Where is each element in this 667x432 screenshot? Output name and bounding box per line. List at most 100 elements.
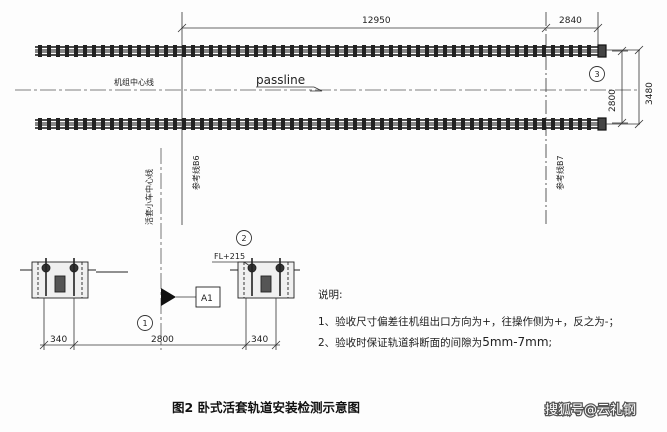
rail-tie — [101, 118, 105, 130]
rail-tie — [146, 118, 150, 130]
rail-tie — [182, 45, 186, 57]
rail-tie — [389, 45, 393, 57]
rail-tie — [56, 118, 60, 130]
right-rail-cross-section — [230, 258, 300, 299]
rail-tie — [506, 45, 510, 57]
rail-tie — [443, 118, 447, 130]
fl-leader — [212, 261, 251, 267]
rail-tie — [47, 45, 51, 57]
watermark: 搜狐号@云礼钢 — [544, 401, 638, 420]
callout-3 — [589, 66, 605, 82]
rail-tie — [533, 45, 537, 57]
rail-tie — [218, 118, 222, 130]
rail-tie — [209, 45, 213, 57]
rail-tie — [164, 45, 168, 57]
rail-tie — [326, 118, 330, 130]
rail-tie — [344, 45, 348, 57]
rail-tie — [434, 118, 438, 130]
rail-tie — [191, 118, 195, 130]
bottom-rail — [35, 118, 598, 130]
dim-340-right: 340 — [251, 335, 268, 345]
rail-tie — [191, 45, 195, 57]
rail-tie — [227, 118, 231, 130]
rail-tie — [542, 45, 546, 57]
rail-tie — [380, 118, 384, 130]
fl-level-label: FL+215 — [214, 252, 245, 261]
rail-tie — [452, 45, 456, 57]
rail-tie — [371, 45, 375, 57]
rail-tie — [74, 118, 78, 130]
rail-tie — [119, 45, 123, 57]
rail-tie — [173, 118, 177, 130]
rail-tie — [281, 45, 285, 57]
rail-tie — [479, 45, 483, 57]
rail-tie — [173, 45, 177, 57]
rail-tie — [488, 45, 492, 57]
rail-tie — [344, 118, 348, 130]
a1-marker-triangle — [161, 288, 176, 306]
rail-tie — [272, 45, 276, 57]
top-rail — [35, 45, 598, 57]
passline-label: passline — [256, 73, 305, 87]
rail-tie — [254, 118, 258, 130]
dim-2800-bottom: 2800 — [151, 335, 174, 345]
rail-tie — [110, 45, 114, 57]
rail-tie — [56, 45, 60, 57]
rail-tie — [299, 45, 303, 57]
rail-tie — [155, 118, 159, 130]
notes-heading: 说明: — [318, 288, 343, 301]
a1-text: A1 — [201, 294, 213, 304]
rail-tie — [290, 45, 294, 57]
rail-tie — [569, 118, 573, 130]
rail-tie — [380, 45, 384, 57]
ref-line-b7-label: 参考线B7 — [555, 155, 565, 190]
rail-tie — [263, 45, 267, 57]
rail-tie — [371, 118, 375, 130]
rail-tie — [164, 118, 168, 130]
rail-tie — [236, 118, 240, 130]
rail-tie — [308, 118, 312, 130]
carriage-centerline-label: 活套小车中心线 — [144, 169, 154, 225]
rail-tie — [38, 45, 42, 57]
rail-tie — [407, 45, 411, 57]
callout-2 — [236, 230, 252, 246]
rail-tie — [155, 45, 159, 57]
rail-tie — [398, 118, 402, 130]
rail-tie — [425, 45, 429, 57]
rail-tie — [353, 118, 357, 130]
dim-2800-vertical: 2800 — [608, 89, 618, 112]
rail-tie — [137, 118, 141, 130]
rail-tie — [236, 45, 240, 57]
rail-tie — [578, 118, 582, 130]
a1-box — [195, 286, 221, 308]
rail-tie — [281, 118, 285, 130]
rail-tie — [506, 118, 510, 130]
rail-tie — [200, 45, 204, 57]
rail-tie — [551, 118, 555, 130]
rail-tie — [461, 45, 465, 57]
rail-tie — [110, 118, 114, 130]
rail-tie — [227, 45, 231, 57]
rail-tie — [470, 45, 474, 57]
passline-arrow — [310, 86, 323, 92]
rail-tie — [200, 118, 204, 130]
notes-block: 说明: 1、验收尺寸偏差往机组出口方向为+，往操作侧为+，反之为-； 2、验收时… — [318, 288, 619, 349]
rail-tie — [497, 45, 501, 57]
rail-tie — [353, 45, 357, 57]
rail-tie — [533, 118, 537, 130]
rail-tie — [479, 118, 483, 130]
rail-tie — [128, 45, 132, 57]
rail-tie — [263, 118, 267, 130]
rail-tie — [425, 118, 429, 130]
rail-tie — [272, 118, 276, 130]
rail-tie — [389, 118, 393, 130]
right-dimensions — [606, 45, 644, 129]
rail-tie — [335, 118, 339, 130]
rail-tie — [254, 45, 258, 57]
rail-tie — [587, 45, 591, 57]
unit-centerline-label: 机组中心线 — [114, 77, 154, 87]
rail-tie — [407, 118, 411, 130]
dim-2840: 2840 — [559, 16, 582, 26]
